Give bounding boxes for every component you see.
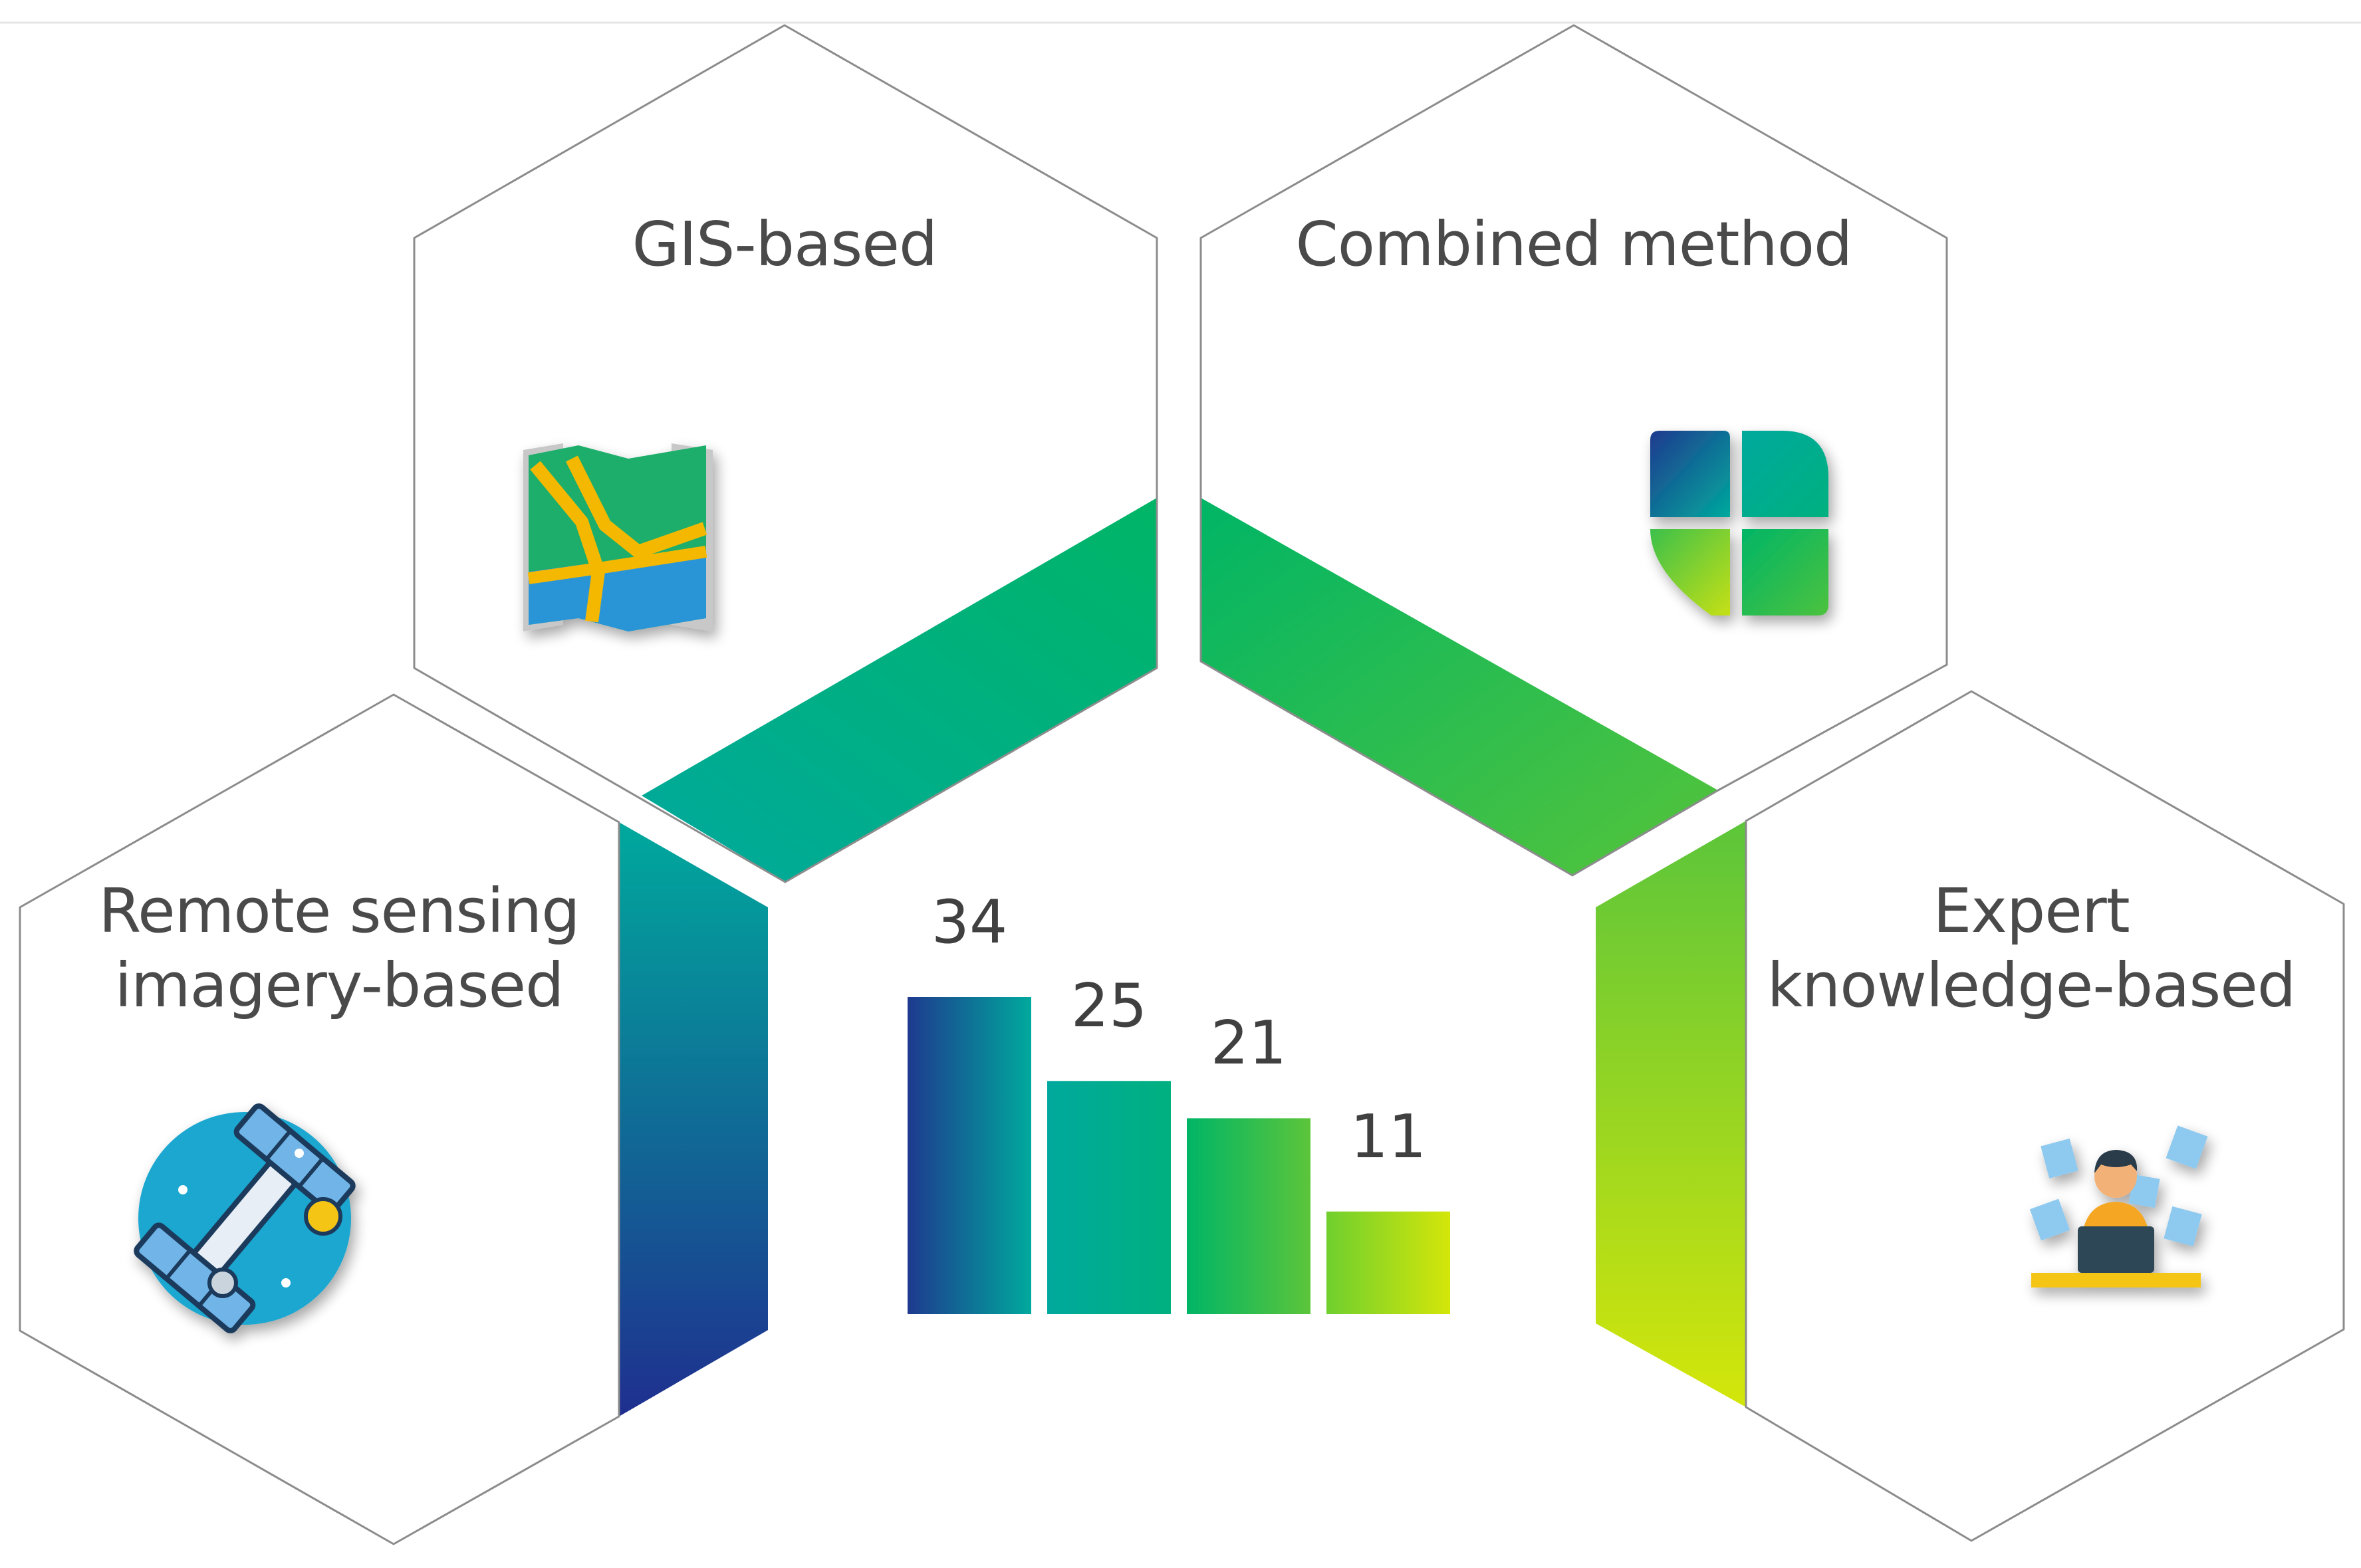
hex-label-remote-line1: Remote sensing [98, 875, 580, 947]
bar-value-label: 34 [931, 887, 1008, 957]
satellite-icon [134, 1103, 356, 1333]
map-icon [523, 443, 713, 631]
band-right [1596, 821, 1746, 1407]
quadrant-tiles-icon [1650, 431, 1828, 616]
bar-2 [1047, 1081, 1171, 1314]
hex-label-expert-line2: knowledge-based [1767, 950, 2297, 1022]
bar-4 [1326, 1211, 1450, 1314]
bar-value-label: 11 [1350, 1101, 1427, 1172]
hex-label-remote: Remote sensing imagery-based [73, 874, 605, 1023]
band-top-right [1201, 498, 1718, 875]
hex-label-gis: GIS-based [632, 209, 938, 280]
bar-value-label: 25 [1070, 971, 1148, 1042]
band-left [619, 822, 768, 1416]
hex-gis-outline [413, 24, 1158, 883]
bar-value-label: 21 [1210, 1008, 1287, 1079]
band-top-left [642, 498, 1157, 882]
person-at-laptop-icon [2029, 1125, 2208, 1288]
hex-combined-outline [1199, 24, 1948, 877]
hex-label-expert: Expert knowledge-based [1755, 874, 2307, 1023]
bar-1 [908, 997, 1031, 1314]
hex-label-expert-line1: Expert [1933, 875, 2130, 947]
hex-remote-outline [19, 693, 620, 1545]
hex-label-remote-line2: imagery-based [114, 950, 564, 1022]
bar-3 [1187, 1118, 1310, 1314]
hex-label-combined: Combined method [1295, 209, 1853, 280]
hex-expert-outline [1745, 690, 2345, 1542]
